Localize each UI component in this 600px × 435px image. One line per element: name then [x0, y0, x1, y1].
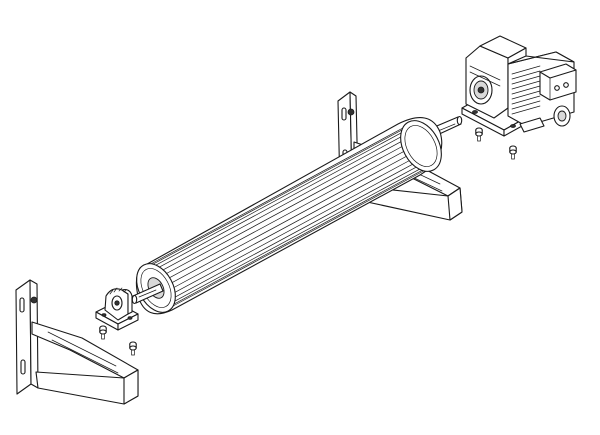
pillow-block-bearing [95, 287, 139, 331]
roller-flute-line [170, 168, 428, 308]
motor-fin [511, 105, 541, 115]
terminal-gland [563, 82, 569, 88]
roller-flute-line [170, 167, 427, 307]
shaft-keyway [138, 289, 157, 298]
left-bracket-top-arm [31, 321, 139, 379]
right-bracket-slot [341, 107, 347, 121]
bolt-group-right [475, 127, 517, 160]
roller-flute-line [148, 126, 406, 266]
fluted-roller [135, 117, 443, 315]
bearing-bolt-hole [127, 316, 133, 320]
motor-cooling-fins [511, 65, 541, 115]
motor-top [507, 51, 575, 65]
mounting-bolt [475, 127, 483, 142]
roller-flute-line [160, 150, 418, 289]
mounting-bolt [509, 145, 517, 160]
drive-shaft-right-end [456, 115, 463, 126]
roller-body [135, 117, 443, 315]
roller-flute-line [169, 165, 426, 305]
bearing-housing-side [121, 289, 133, 315]
motor-foot [519, 117, 545, 133]
motor-fin [511, 65, 541, 75]
motor-fin [511, 100, 541, 110]
roller-right-end-ring [404, 125, 438, 167]
left-bracket-slot [19, 297, 25, 313]
right-bracket-bolt-head [347, 108, 355, 116]
roller-flute-line [158, 145, 416, 284]
motor-fin [511, 90, 541, 100]
roller-right-end-cap [400, 120, 442, 172]
motor-fin [511, 75, 541, 85]
terminal-gland [554, 85, 560, 91]
roller-flute-line [155, 140, 413, 280]
left-bracket-slot [20, 359, 26, 375]
shaft-keyway [437, 123, 456, 132]
bearing-bore-center [114, 300, 120, 306]
motor-base-hole [510, 124, 516, 128]
left-bracket-bolt-head [30, 296, 38, 304]
roller-flute-line [149, 127, 406, 267]
motor-fin [511, 95, 541, 105]
left-bracket-wall-plate [15, 279, 32, 395]
motor-end-bell-hub [557, 110, 567, 122]
left-bracket-arm-slot [51, 339, 119, 374]
motor-fin [511, 85, 541, 95]
motor-base-hole [472, 110, 478, 114]
drive-shaft-left [131, 283, 164, 305]
gearbox-ribs [469, 65, 501, 87]
roller-flutes [148, 126, 428, 308]
right-bracket-end-face [447, 187, 463, 221]
left-bracket-arm-slot [47, 331, 117, 367]
roller-flute-line [167, 162, 425, 302]
bearing-ribs [109, 287, 127, 295]
gearbox-output-center [477, 86, 485, 94]
roller-flute-line [163, 154, 421, 294]
motor-gearbox [461, 35, 577, 137]
motor-fin [511, 70, 541, 80]
left-wall-bracket [15, 279, 139, 405]
mounting-bolt [129, 341, 137, 356]
roller-flute-line [151, 132, 409, 272]
drive-shaft-left-end [131, 294, 138, 305]
roller-flute-line [165, 158, 423, 298]
motor-fin [511, 80, 541, 90]
mounting-bolt [99, 325, 107, 340]
bolt-group-left [99, 325, 137, 356]
left-bracket-end-face [123, 369, 139, 405]
roller-flute-line [150, 129, 407, 269]
bearing-bolt-hole [101, 313, 107, 317]
roller-flute-line [153, 136, 411, 276]
